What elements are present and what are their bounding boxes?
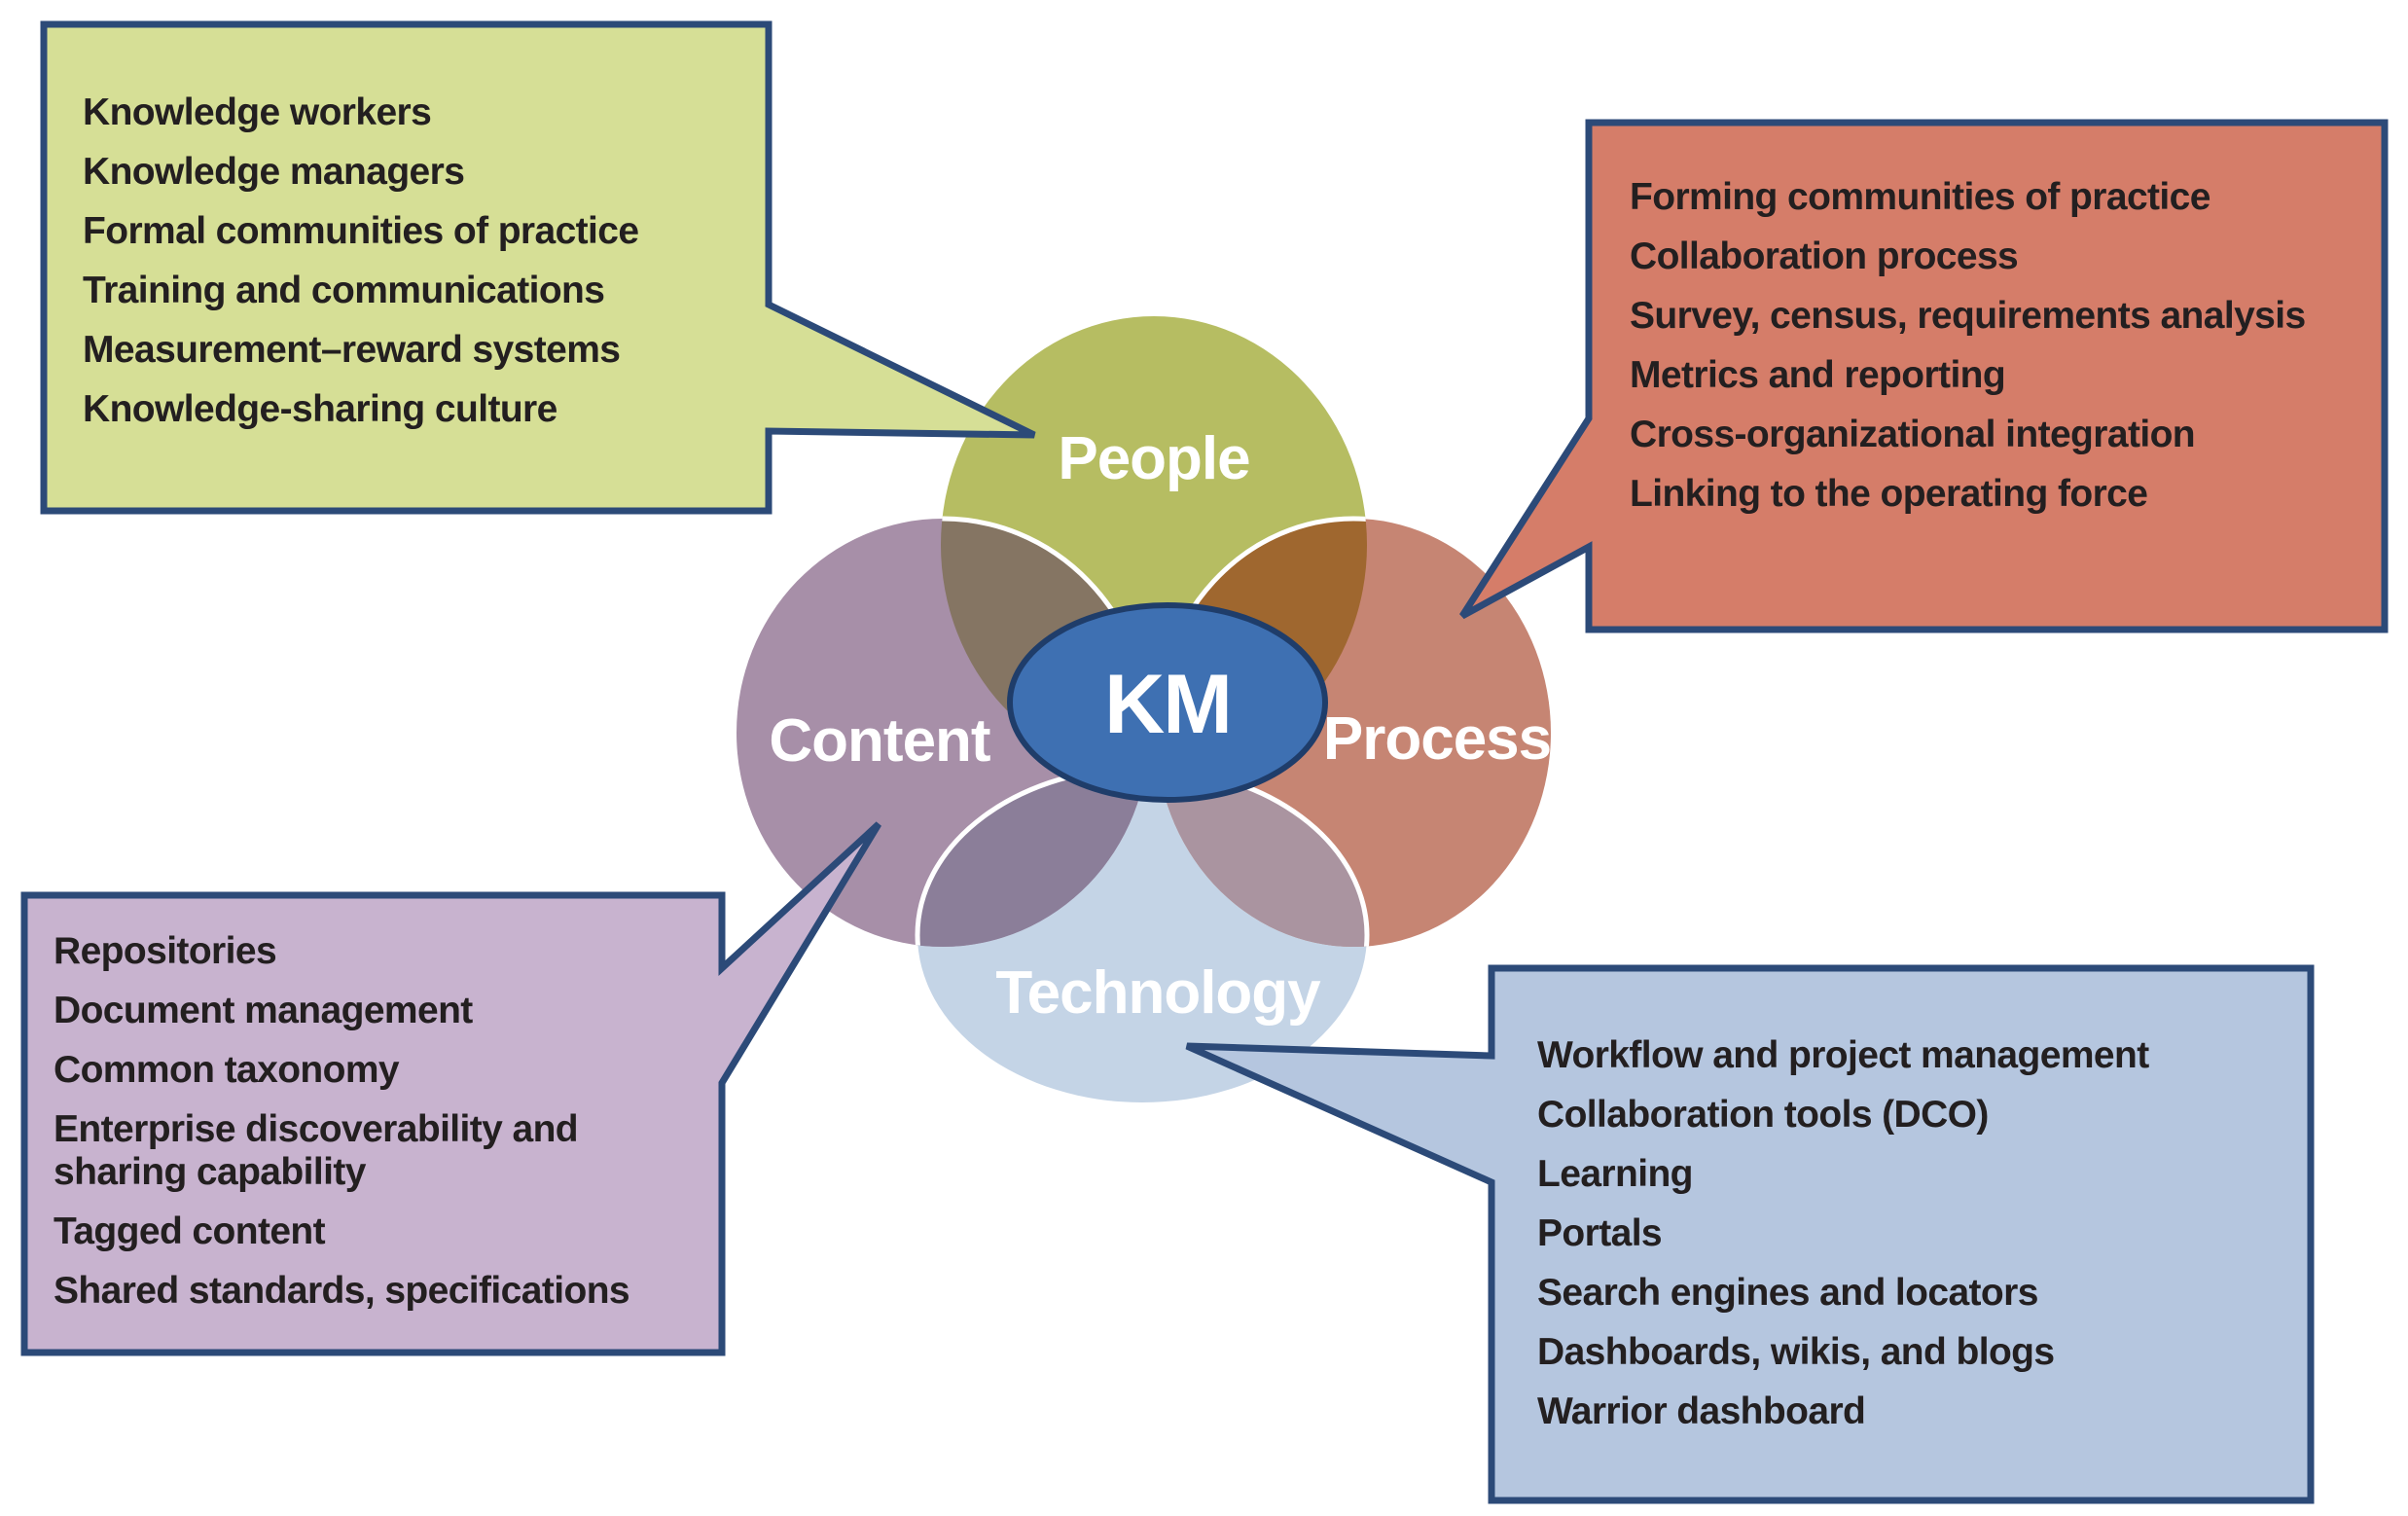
- people-callout-list: Knowledge workers Knowledge managers For…: [83, 91, 639, 430]
- list-item: Formal communities of practice: [83, 210, 638, 252]
- content-callout-box: [20, 821, 881, 1356]
- list-item: Enterprise discoverability and: [54, 1108, 578, 1150]
- separator-technology-right: [1156, 765, 1370, 947]
- technology-callout-list: Workflow and project management Collabor…: [1537, 1034, 2150, 1432]
- list-item: Repositories: [54, 930, 276, 972]
- list-item: Forming communities of practice: [1630, 176, 2210, 218]
- list-item: Shared standards, specifications: [54, 1270, 629, 1312]
- process-callout-list: Forming communities of practice Collabor…: [1630, 176, 2306, 515]
- list-item: Metrics and reporting: [1630, 354, 2005, 396]
- km-center-ellipse: [1007, 602, 1328, 803]
- list-item: Learning: [1537, 1153, 1693, 1195]
- km-center-label: KM: [1104, 658, 1231, 751]
- list-item: Training and communications: [83, 270, 604, 311]
- list-item: sharing capability: [54, 1151, 367, 1193]
- list-item: Measurement–reward systems: [83, 329, 620, 371]
- list-item: Tagged content: [54, 1210, 326, 1252]
- list-item: Document management: [54, 990, 473, 1031]
- overlap-content-technology: [917, 768, 1149, 947]
- list-item: Knowledge-sharing culture: [83, 388, 557, 430]
- list-item: Knowledge workers: [83, 91, 431, 133]
- list-item: Dashboards, wikis, and blogs: [1537, 1331, 2055, 1373]
- list-item: Collaboration tools (DCO): [1537, 1094, 1989, 1136]
- list-item: Knowledge managers: [83, 151, 464, 193]
- process-callout-box: [1459, 119, 2389, 633]
- people-callout-box: [40, 20, 1036, 515]
- content-label: Content: [769, 707, 990, 775]
- people-label: People: [1058, 425, 1249, 492]
- technology-callout-box: [1185, 964, 2315, 1504]
- list-item: Common taxonomy: [54, 1049, 400, 1091]
- list-item: Workflow and project management: [1537, 1034, 2149, 1076]
- list-item: Warrior dashboard: [1537, 1390, 1865, 1432]
- process-label: Process: [1323, 705, 1551, 773]
- list-item: Survey, census, requirements analysis: [1630, 295, 2306, 337]
- list-item: Portals: [1537, 1212, 1662, 1254]
- list-item: Linking to the operating force: [1630, 473, 2147, 515]
- technology-label: Technology: [995, 959, 1321, 1027]
- list-item: Collaboration process: [1630, 235, 2018, 277]
- overlap-process-technology: [1156, 768, 1367, 947]
- content-callout-list: Repositories Document management Common …: [54, 930, 630, 1312]
- list-item: Search engines and locators: [1537, 1272, 2038, 1314]
- list-item: Cross-organizational integration: [1630, 414, 2195, 455]
